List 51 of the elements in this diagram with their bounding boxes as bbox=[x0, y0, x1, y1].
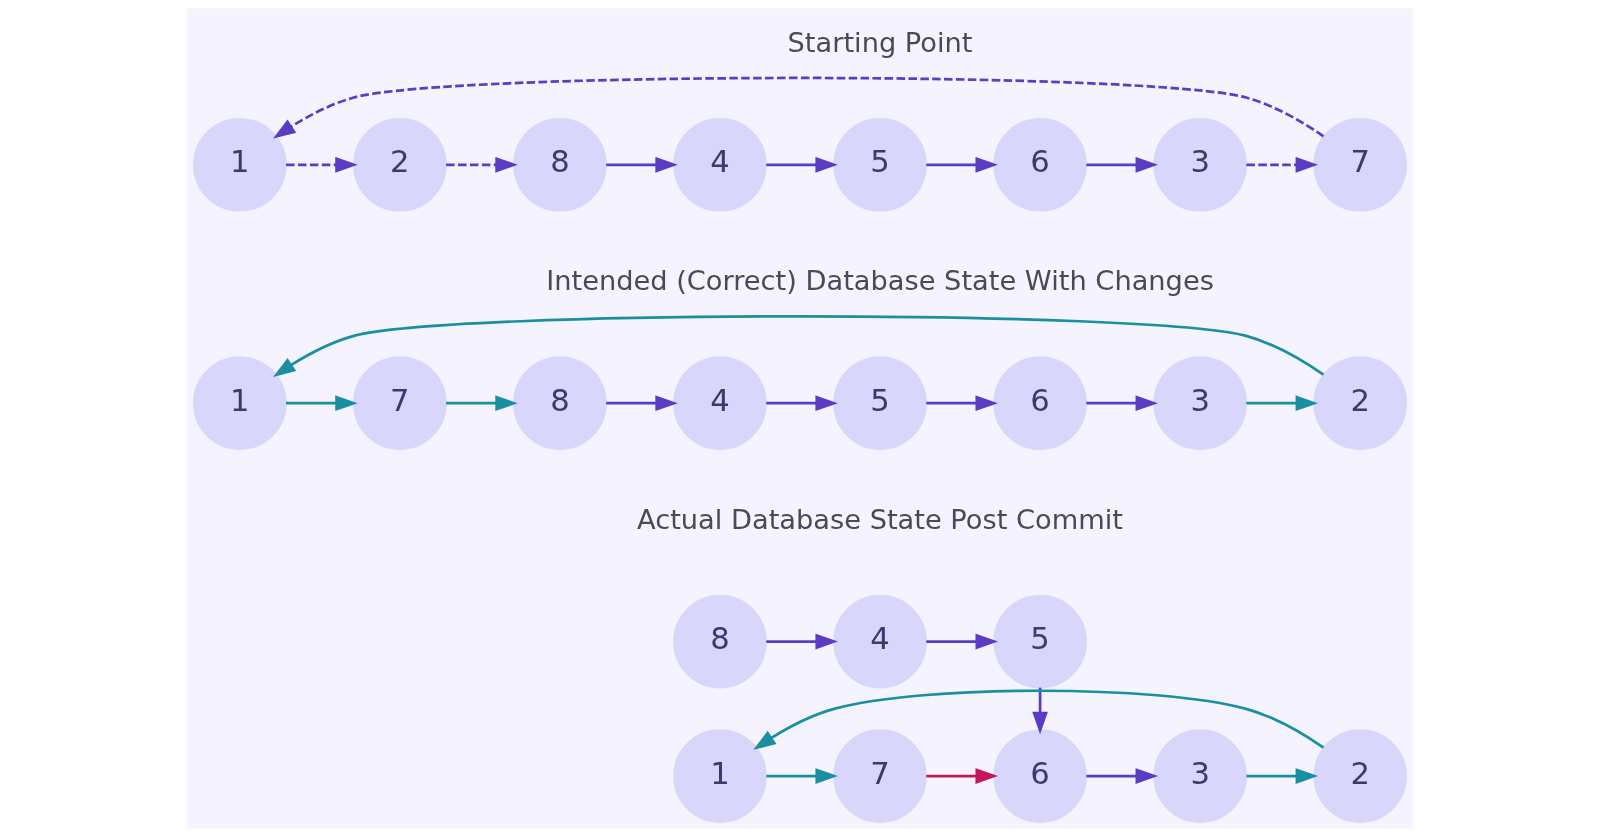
node-circle: 8 bbox=[673, 594, 767, 689]
label: Actual Database State Post Commit bbox=[637, 503, 1124, 535]
arrow bbox=[926, 156, 998, 173]
arrow bbox=[766, 395, 838, 412]
arrow bbox=[926, 768, 998, 784]
arrow bbox=[766, 156, 838, 173]
node-circle: 6 bbox=[993, 117, 1087, 212]
arrow bbox=[606, 156, 678, 173]
arrow bbox=[766, 633, 838, 650]
arrow bbox=[446, 156, 518, 173]
node-circle: 3 bbox=[1153, 729, 1247, 823]
node-circle: 2 bbox=[1313, 729, 1408, 823]
node-circle: 8 bbox=[513, 117, 607, 212]
label: Intended (Correct) Database State With Changes bbox=[546, 265, 1214, 297]
node-circle: 6 bbox=[993, 356, 1087, 450]
arrow bbox=[273, 76, 1325, 139]
node-circle: 1 bbox=[192, 117, 287, 212]
arrow bbox=[446, 395, 518, 412]
node-circle: 6 bbox=[993, 729, 1087, 823]
node-circle: 5 bbox=[833, 117, 927, 212]
node-circle: 1 bbox=[192, 356, 287, 450]
arrow bbox=[1086, 156, 1159, 173]
arrow bbox=[286, 395, 358, 412]
node-circle: 4 bbox=[673, 117, 767, 212]
node-circle: 7 bbox=[833, 729, 927, 823]
node-circle: 3 bbox=[1153, 356, 1247, 450]
arrow bbox=[753, 689, 1325, 750]
arrow bbox=[1032, 687, 1048, 735]
arrow bbox=[926, 395, 998, 412]
node-circle: 5 bbox=[833, 356, 927, 450]
node-circle: 2 bbox=[1313, 356, 1408, 450]
node-circle: 1 bbox=[673, 729, 767, 823]
arrow bbox=[1246, 768, 1319, 784]
node-circle: 4 bbox=[673, 356, 767, 450]
arrow bbox=[606, 395, 678, 412]
arrow bbox=[926, 633, 998, 650]
arrow bbox=[766, 768, 838, 784]
arrow bbox=[1086, 395, 1159, 412]
label: Starting Point bbox=[787, 27, 973, 59]
node-circle: 7 bbox=[353, 356, 447, 450]
arrow bbox=[1246, 395, 1319, 412]
node-circle: 2 bbox=[353, 117, 447, 212]
arrow bbox=[1246, 156, 1319, 173]
node-circle: 5 bbox=[993, 594, 1087, 689]
node-circle: 7 bbox=[1313, 117, 1408, 212]
arrow bbox=[1086, 768, 1159, 784]
node-circle: 4 bbox=[833, 594, 927, 689]
node-circle: 3 bbox=[1153, 117, 1247, 212]
arrow bbox=[273, 315, 1325, 377]
arrow bbox=[286, 156, 358, 173]
node-circle: 8 bbox=[513, 356, 607, 450]
